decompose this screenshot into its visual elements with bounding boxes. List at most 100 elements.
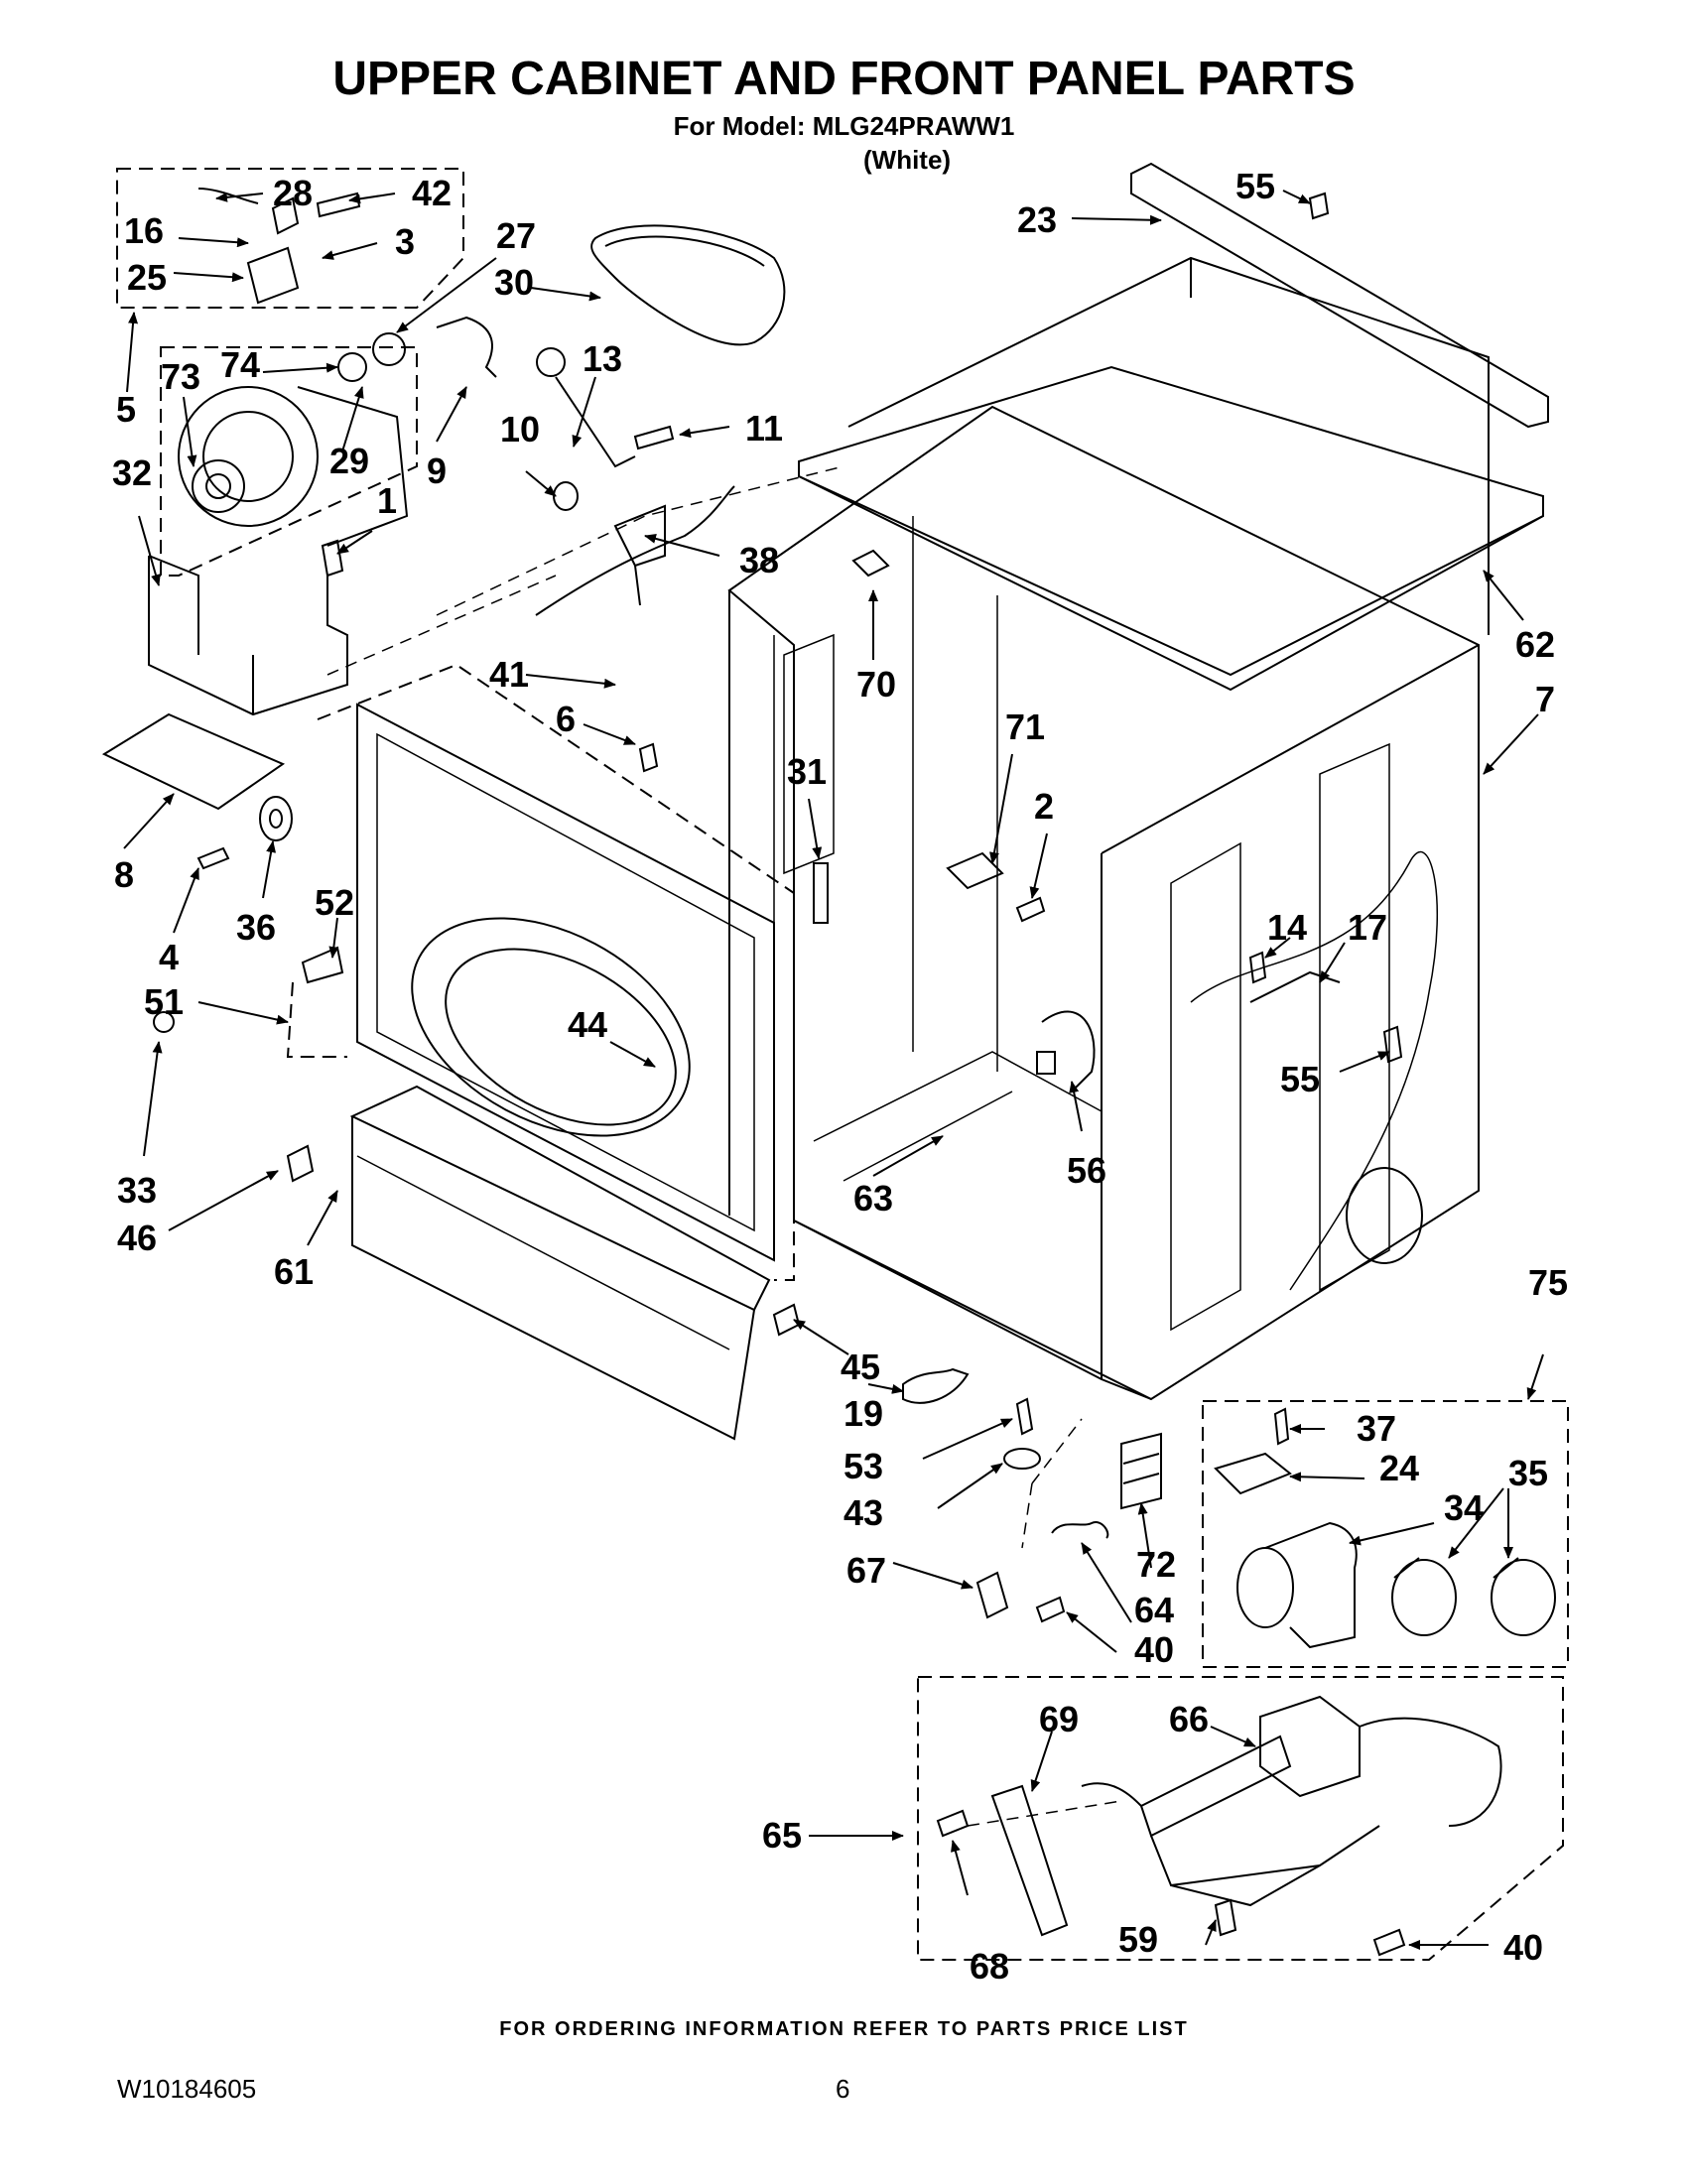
color-line: (White) — [863, 145, 952, 175]
callout-16: 16 — [123, 210, 165, 251]
screw-4 — [196, 846, 230, 870]
callout-23: 23 — [1016, 199, 1058, 240]
elbow-34 — [1236, 1521, 1358, 1649]
callout-52: 52 — [314, 882, 355, 923]
callout-1: 1 — [376, 480, 398, 521]
switch-28 — [197, 188, 300, 235]
bracket-67 — [975, 1571, 1009, 1619]
callout-65: 65 — [761, 1815, 803, 1856]
clip-64 — [1051, 1521, 1109, 1539]
screw-55a — [1308, 192, 1330, 220]
bracket-70 — [851, 549, 890, 578]
harness-41 — [613, 504, 666, 606]
callout-56: 56 — [1066, 1150, 1107, 1191]
screw-6 — [638, 742, 659, 773]
callout-3: 3 — [394, 221, 416, 262]
callout-51: 51 — [143, 981, 185, 1022]
screw-68 — [936, 1809, 970, 1838]
callout-38: 38 — [738, 540, 780, 580]
callout-70: 70 — [855, 664, 897, 705]
harness-56 — [1036, 1010, 1096, 1092]
callout-55-right: 55 — [1279, 1059, 1321, 1099]
foot-72 — [1120, 1432, 1162, 1510]
dryer-cabinet — [727, 405, 1480, 1401]
plate-24 — [1214, 1452, 1292, 1495]
bracket-23 — [1130, 162, 1549, 429]
callout-61: 61 — [273, 1251, 315, 1292]
front-panel — [356, 703, 775, 1262]
bracket-19 — [902, 1367, 970, 1404]
motor-clip — [436, 316, 497, 378]
callout-33: 33 — [116, 1170, 158, 1211]
callout-40-mid: 40 — [1133, 1629, 1175, 1670]
callout-73: 73 — [160, 356, 201, 397]
screw-2 — [1015, 896, 1046, 923]
terminal-31 — [813, 862, 829, 924]
toe-panel — [349, 1085, 771, 1441]
callout-32: 32 — [111, 452, 153, 493]
callout-13: 13 — [582, 338, 623, 379]
callout-42: 42 — [411, 173, 453, 213]
group-box-75 — [1202, 1400, 1569, 1668]
callout-45: 45 — [840, 1347, 881, 1387]
callout-75: 75 — [1527, 1262, 1569, 1303]
burner-assembly — [990, 1695, 1502, 1937]
idler-arm — [536, 347, 636, 468]
callout-5: 5 — [115, 389, 137, 430]
callout-36: 36 — [235, 907, 277, 948]
callout-55-top: 55 — [1234, 166, 1276, 206]
screw-14 — [1248, 951, 1267, 984]
callout-9: 9 — [426, 450, 448, 491]
callout-2: 2 — [1033, 786, 1055, 827]
callout-34: 34 — [1443, 1487, 1485, 1528]
callout-4: 4 — [158, 937, 180, 977]
group-box-5 — [116, 168, 464, 309]
callout-59: 59 — [1117, 1919, 1159, 1960]
callout-24: 24 — [1378, 1448, 1420, 1488]
plug-10 — [553, 481, 579, 511]
washer-36 — [259, 796, 293, 841]
callout-6: 6 — [555, 699, 577, 739]
screw-40 — [1035, 1596, 1066, 1623]
callout-19: 19 — [843, 1393, 884, 1434]
callout-64: 64 — [1133, 1590, 1175, 1630]
callout-14: 14 — [1266, 907, 1308, 948]
document-number: W10184605 — [117, 2074, 257, 2104]
callout-41: 41 — [488, 654, 530, 695]
callout-62: 62 — [1514, 624, 1556, 665]
callout-arrows — [123, 190, 1544, 1950]
callout-29: 29 — [328, 441, 370, 481]
page-number: 6 — [836, 2074, 850, 2104]
panel-8 — [101, 712, 286, 811]
bracket-71 — [946, 851, 1004, 890]
callout-53: 53 — [843, 1446, 884, 1486]
callout-27: 27 — [495, 215, 537, 256]
callout-30: 30 — [493, 262, 535, 303]
callout-35: 35 — [1507, 1453, 1549, 1493]
callout-43: 43 — [843, 1492, 884, 1533]
rear-top-panel — [847, 256, 1490, 635]
wire-17 — [1249, 970, 1341, 1003]
callout-31: 31 — [786, 751, 828, 792]
callout-69: 69 — [1038, 1699, 1080, 1739]
screw-1 — [321, 539, 344, 578]
callout-67: 67 — [845, 1550, 887, 1591]
screw-53 — [1015, 1397, 1034, 1436]
screw-11 — [633, 425, 675, 450]
callout-40-bottom: 40 — [1502, 1927, 1544, 1968]
callout-28: 28 — [272, 173, 314, 213]
screw-59 — [1214, 1898, 1237, 1937]
page-title: UPPER CABINET AND FRONT PANEL PARTS — [332, 53, 1356, 105]
callout-68: 68 — [969, 1946, 1010, 1987]
clip-52 — [301, 946, 344, 984]
callout-63: 63 — [852, 1178, 894, 1219]
plug-33 — [153, 1011, 175, 1033]
screw-40b — [1372, 1928, 1406, 1957]
cap-35b — [1491, 1557, 1556, 1636]
callout-8: 8 — [113, 854, 135, 895]
group-box-65 — [917, 1676, 1564, 1961]
callout-44: 44 — [567, 1004, 608, 1045]
callout-72: 72 — [1135, 1544, 1177, 1585]
motor-mount — [148, 555, 348, 716]
